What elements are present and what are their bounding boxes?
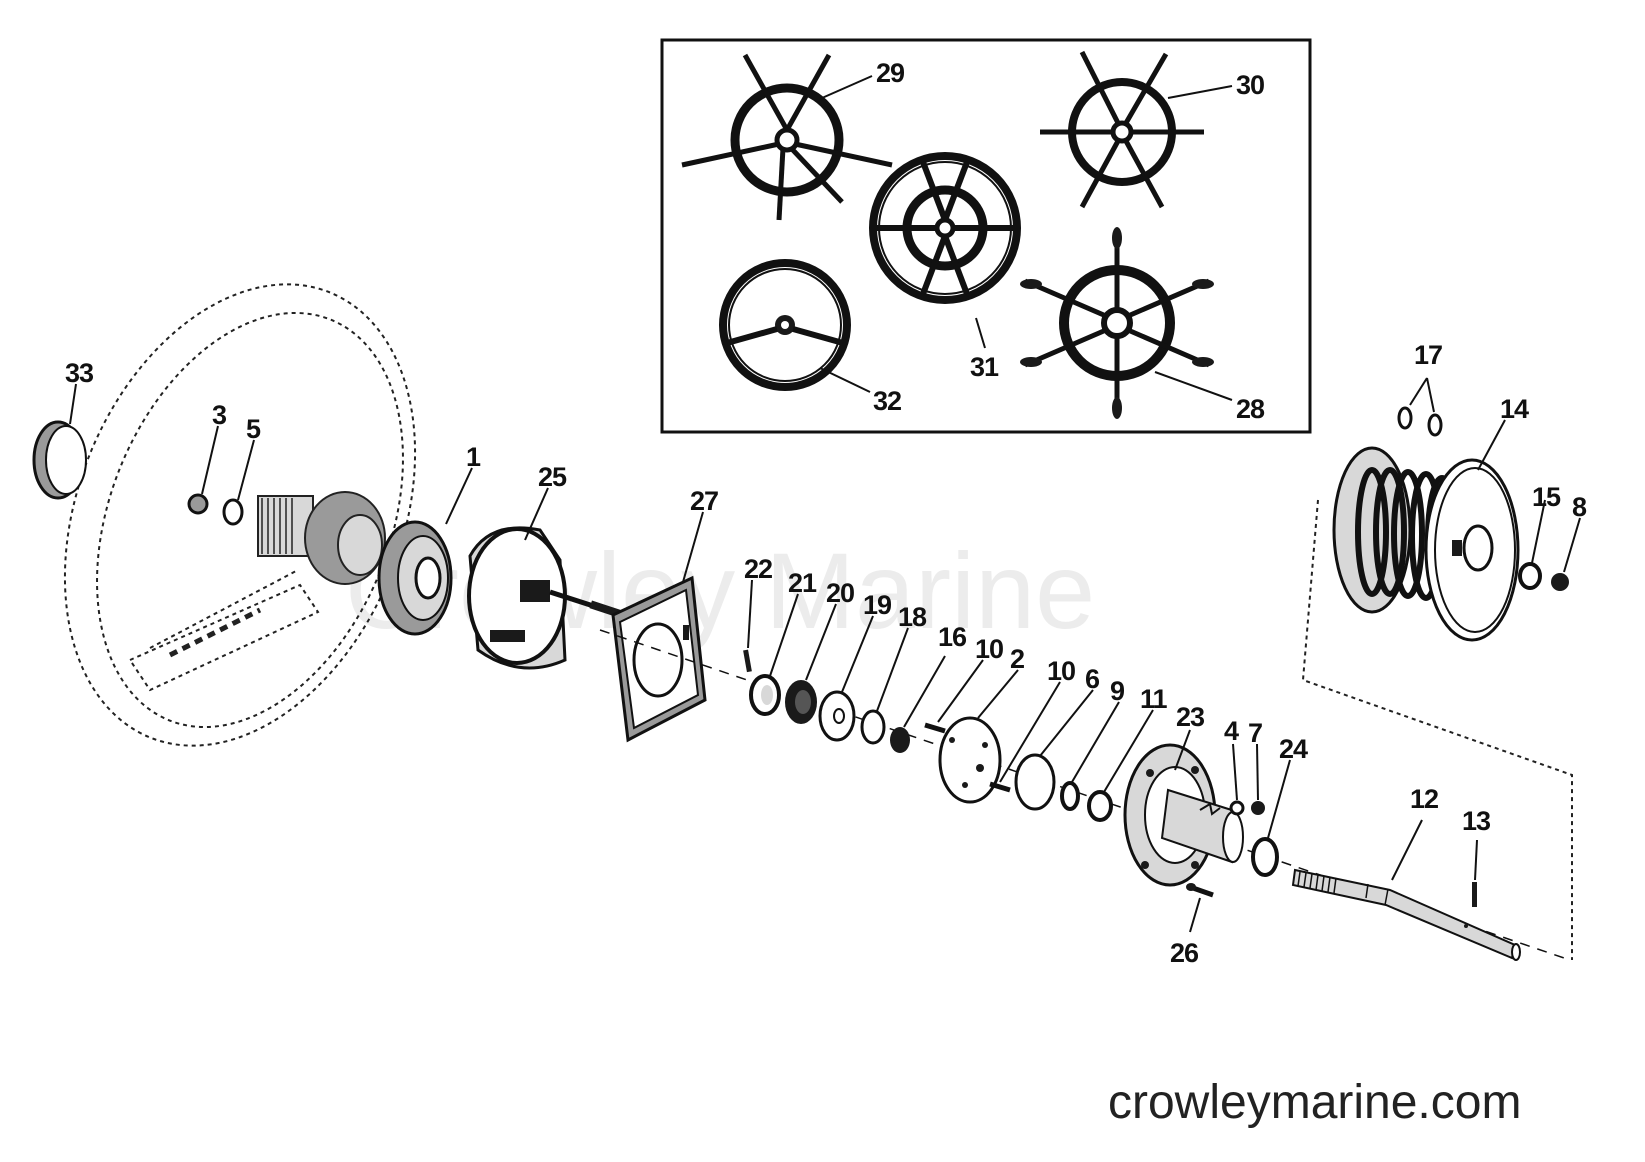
part-33-cap xyxy=(32,420,87,500)
main-leaders xyxy=(69,377,1581,933)
leader-28 xyxy=(1154,371,1233,401)
callout-11: 11 xyxy=(1140,684,1168,714)
part-9-snap-ring xyxy=(1060,781,1080,811)
part-13-key xyxy=(1472,882,1477,907)
part-24-ring xyxy=(1251,837,1279,877)
part-22-pin xyxy=(743,649,752,673)
part-27-plate xyxy=(611,575,707,743)
inset-box xyxy=(660,38,1312,434)
callout-15: 15 xyxy=(1532,482,1561,512)
callout-12: 12 xyxy=(1410,784,1438,814)
callout-31: 31 xyxy=(970,352,999,382)
site-url: crowleymarine.com xyxy=(1108,1076,1521,1129)
part-14-drum xyxy=(1332,446,1520,642)
part-2-disc xyxy=(938,716,1002,804)
callout-4: 4 xyxy=(1224,716,1239,746)
part-8-nut xyxy=(1551,573,1569,591)
callout-14: 14 xyxy=(1500,394,1529,424)
part-15-washer xyxy=(1518,562,1542,590)
wheel-31-drawing xyxy=(869,152,1021,304)
leader-29 xyxy=(821,75,873,99)
callout-32: 32 xyxy=(873,386,901,416)
callout-17: 17 xyxy=(1414,340,1442,370)
watermark-text: Crowley Marine xyxy=(345,530,1095,651)
part-10-screw-a xyxy=(924,722,946,734)
callout-25: 25 xyxy=(538,462,567,492)
callout-13: 13 xyxy=(1462,806,1491,836)
callout-7: 7 xyxy=(1248,718,1262,748)
part-5-washer xyxy=(222,498,244,526)
callout-8: 8 xyxy=(1572,492,1587,522)
leader-32 xyxy=(819,367,871,393)
part-25-housing xyxy=(467,526,621,670)
callout-10b: 10 xyxy=(1047,656,1075,686)
callout-26: 26 xyxy=(1170,938,1199,968)
leader-31 xyxy=(975,317,986,349)
callout-29: 29 xyxy=(876,58,905,88)
part-26-screw xyxy=(1186,883,1214,898)
part-4-washer xyxy=(1229,800,1245,816)
callout-16: 16 xyxy=(938,622,967,652)
part-10-screw-b xyxy=(989,781,1011,793)
callout-2: 2 xyxy=(1010,644,1024,674)
callout-6: 6 xyxy=(1085,664,1100,694)
callout-19: 19 xyxy=(863,590,892,620)
part-7-nut xyxy=(1251,801,1265,815)
part-18-washer xyxy=(860,709,886,745)
hub-spline xyxy=(257,491,386,585)
wheel-29-drawing xyxy=(681,53,893,221)
callout-18: 18 xyxy=(898,602,927,632)
leader-30 xyxy=(1167,85,1233,99)
callout-20: 20 xyxy=(826,578,854,608)
callout-21: 21 xyxy=(788,568,817,598)
callout-23: 23 xyxy=(1176,702,1205,732)
callout-27: 27 xyxy=(690,486,718,516)
callout-24: 24 xyxy=(1279,734,1308,764)
part-3-nut xyxy=(187,493,209,515)
wheel-28-drawing xyxy=(1020,227,1214,419)
callout-30: 30 xyxy=(1236,70,1264,100)
part-12-shaft xyxy=(1291,868,1521,961)
part-20-bearing xyxy=(785,680,817,724)
part-16-nut xyxy=(890,727,910,753)
part-17-pins xyxy=(1397,406,1443,437)
callout-28: 28 xyxy=(1236,394,1265,424)
callout-1: 1 xyxy=(466,442,481,472)
callout-3: 3 xyxy=(212,400,227,430)
part-23-flange xyxy=(1123,743,1244,887)
wheel-30-drawing xyxy=(1040,50,1204,209)
callout-10a: 10 xyxy=(975,634,1003,664)
drum-bracket-dashed xyxy=(1301,499,1573,960)
part-11-washer xyxy=(1087,790,1113,822)
part-6-washer xyxy=(1014,753,1056,811)
callout-33: 33 xyxy=(65,358,94,388)
wheel-32-drawing xyxy=(719,259,851,391)
callout-22: 22 xyxy=(744,554,772,584)
part-1-hub-plate xyxy=(377,520,453,636)
callout-9: 9 xyxy=(1110,676,1125,706)
part-21-ring xyxy=(749,674,781,716)
callout-5: 5 xyxy=(246,414,261,444)
